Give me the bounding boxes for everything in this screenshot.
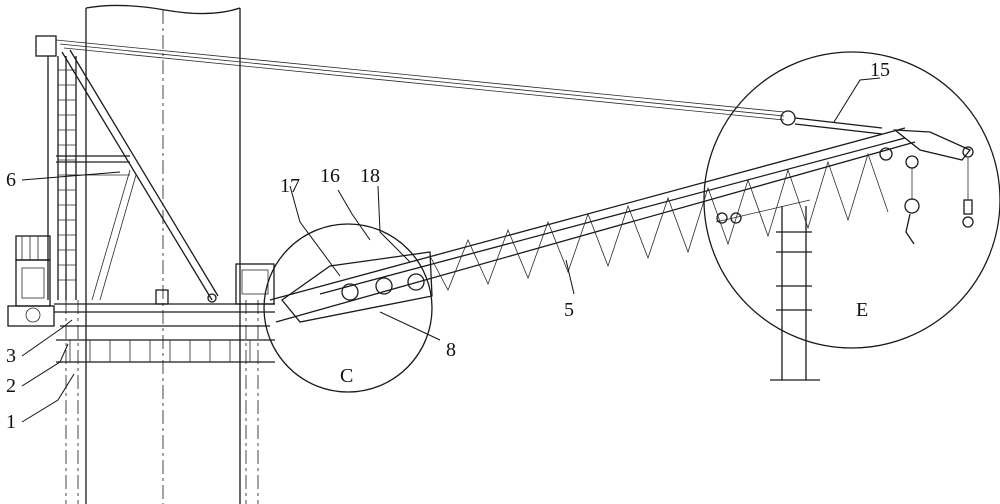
boom-rest-support bbox=[715, 199, 820, 381]
label-17: 17 bbox=[280, 175, 300, 197]
label-5: 5 bbox=[564, 299, 574, 321]
tower-column bbox=[65, 4, 259, 504]
label-6: 6 bbox=[6, 169, 16, 191]
label-2: 2 bbox=[6, 375, 16, 397]
hook-blocks bbox=[904, 158, 974, 245]
machine-house bbox=[7, 235, 55, 327]
luffing-ropes bbox=[55, 39, 883, 135]
label-18: 18 bbox=[360, 165, 380, 187]
label-3: 3 bbox=[6, 345, 16, 367]
detail-circle-e bbox=[703, 51, 1000, 349]
label-8: 8 bbox=[446, 339, 456, 361]
leader-lines bbox=[21, 77, 881, 423]
slewing-platform bbox=[54, 263, 275, 363]
label-1: 1 bbox=[6, 411, 16, 433]
detail-circle-c bbox=[263, 223, 433, 393]
label-16: 16 bbox=[320, 165, 340, 187]
label-detail-c: C bbox=[340, 365, 353, 387]
label-detail-e: E bbox=[856, 299, 868, 321]
lattice-boom bbox=[269, 127, 974, 323]
mast-ladder bbox=[35, 35, 219, 303]
label-15: 15 bbox=[870, 59, 890, 81]
